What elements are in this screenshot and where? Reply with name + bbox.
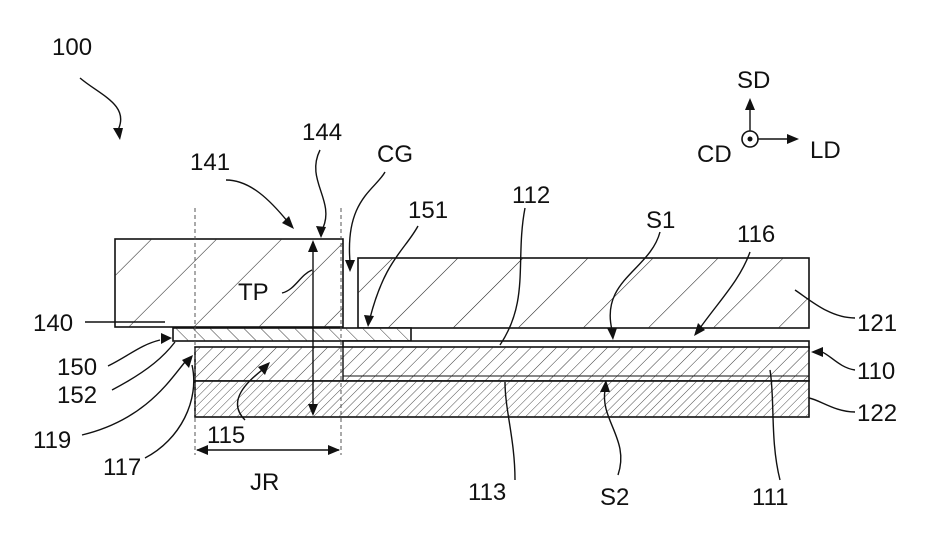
label-113: 113 bbox=[468, 479, 506, 506]
leader-152 bbox=[112, 342, 175, 390]
label-119: 119 bbox=[33, 427, 71, 454]
ld-axis-head bbox=[787, 134, 799, 144]
label-sd: SD bbox=[737, 67, 770, 94]
label-151: 151 bbox=[408, 197, 448, 224]
label-ld: LD bbox=[810, 137, 841, 164]
label-144: 144 bbox=[302, 119, 342, 146]
sd-axis-head bbox=[745, 98, 755, 110]
leader-119-head bbox=[182, 355, 193, 368]
block-140-hatch bbox=[115, 239, 343, 327]
label-100: 100 bbox=[52, 34, 92, 61]
leader-s1-head bbox=[607, 328, 617, 340]
label-122: 122 bbox=[857, 400, 897, 427]
label-116: 116 bbox=[737, 221, 775, 248]
label-112: 112 bbox=[512, 182, 550, 209]
label-s1: S1 bbox=[646, 207, 675, 234]
label-110: 110 bbox=[857, 358, 895, 385]
label-111: 111 bbox=[752, 484, 788, 511]
label-152: 152 bbox=[57, 382, 97, 409]
block-121-hatch bbox=[358, 258, 809, 328]
label-cg: CG bbox=[377, 141, 413, 168]
label-150: 150 bbox=[57, 354, 97, 381]
label-tp: TP bbox=[238, 279, 269, 306]
cd-axis-dot bbox=[748, 137, 753, 142]
label-141: 141 bbox=[190, 149, 230, 176]
leader-122 bbox=[809, 398, 855, 412]
leader-110-head bbox=[811, 347, 823, 357]
leader-150 bbox=[108, 340, 160, 366]
label-jr: JR bbox=[250, 469, 279, 496]
label-cd: CD bbox=[697, 141, 732, 168]
label-140: 140 bbox=[33, 310, 73, 337]
label-115: 115 bbox=[207, 422, 245, 449]
leader-119 bbox=[82, 362, 185, 435]
leader-cg bbox=[349, 172, 385, 262]
label-117: 117 bbox=[103, 454, 141, 481]
leader-144 bbox=[316, 150, 326, 228]
layer-150-hatch bbox=[173, 328, 411, 341]
leader-110 bbox=[822, 352, 855, 370]
leader-150-head bbox=[161, 333, 172, 344]
leader-141 bbox=[226, 180, 288, 222]
leader-100 bbox=[80, 78, 121, 130]
leader-100-head bbox=[113, 128, 123, 140]
leader-cg-head bbox=[345, 260, 355, 272]
jr-arrow-right bbox=[328, 445, 340, 455]
layer-122-hatch bbox=[195, 381, 809, 417]
label-s2: S2 bbox=[600, 484, 629, 511]
leader-144-head bbox=[316, 226, 326, 238]
label-121: 121 bbox=[857, 310, 897, 337]
leader-117 bbox=[145, 365, 194, 458]
